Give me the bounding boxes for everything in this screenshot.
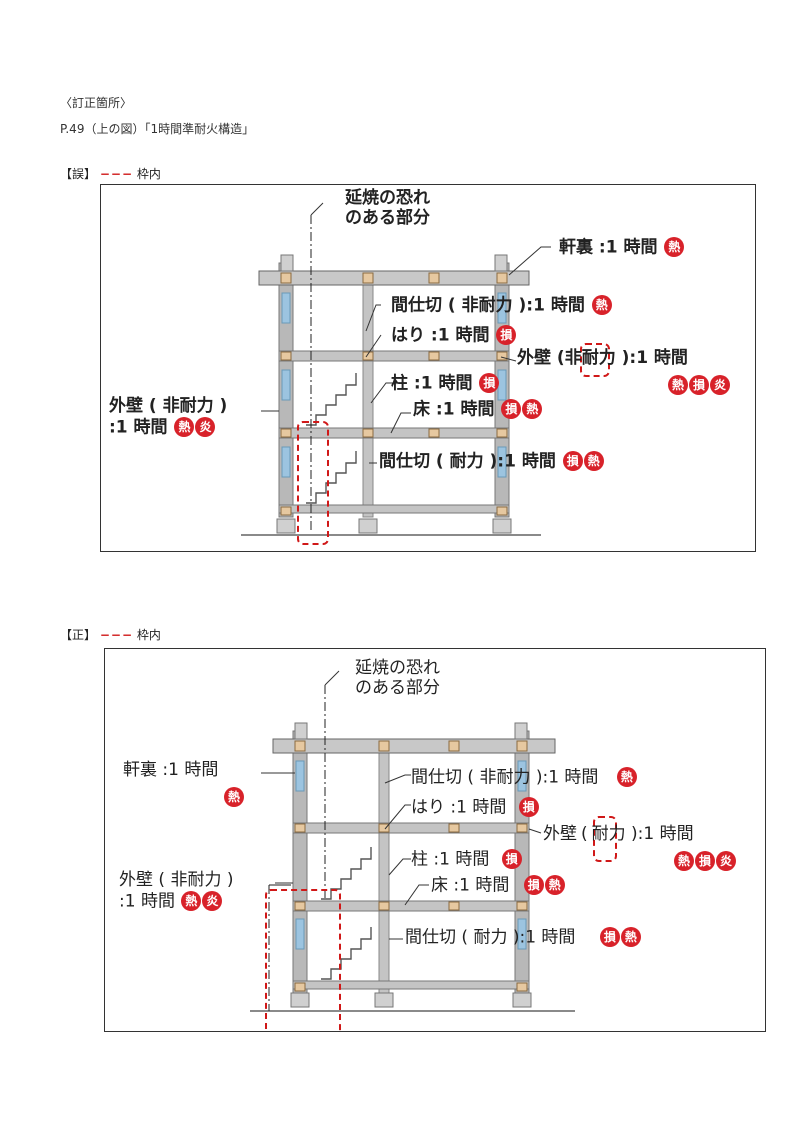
heat-stamp-icon: 熱 bbox=[664, 237, 685, 257]
heat-stamp-icon: 熱 bbox=[668, 375, 688, 395]
correct-legend-text: 枠内 bbox=[136, 628, 161, 642]
flame-stamp-icon: 炎 bbox=[716, 851, 736, 871]
correct-building-drawing bbox=[250, 670, 575, 1012]
wrong-legend-dashes: −−− bbox=[99, 167, 134, 181]
wrong-highlight-box-1 bbox=[297, 421, 329, 545]
correct-highlight-box-1 bbox=[265, 889, 341, 1031]
wrong-section-label: 【誤】 −−− 枠内 bbox=[60, 165, 161, 182]
wrong-fire-spread-label: 延焼の恐れ のある部分 bbox=[345, 188, 430, 228]
correct-bracket: 【正】 bbox=[60, 628, 97, 642]
wrong-legend-text: 枠内 bbox=[136, 167, 161, 181]
correct-partition-bearing-label: 間仕切 ( 耐力 ):1 時間 損熱 bbox=[405, 927, 641, 948]
wrong-ext-wall-right-stamps: 熱損炎 bbox=[667, 375, 730, 396]
heat-stamp-icon: 熱 bbox=[620, 927, 641, 947]
wrong-ext-wall-left-label: 外壁 ( 非耐力 ) :1 時間 熱炎 bbox=[109, 396, 228, 437]
correct-floor-label: 床 :1 時間 損熱 bbox=[431, 875, 565, 896]
correct-ext-wall-left-label: 外壁 ( 非耐力 ) :1 時間 熱炎 bbox=[119, 870, 234, 911]
damage-stamp-icon: 損 bbox=[599, 927, 620, 947]
damage-stamp-icon: 損 bbox=[501, 849, 522, 869]
page-reference: P.49（上の図）「1時間準耐火構造」 bbox=[60, 122, 255, 136]
correct-eaves-stamps: 熱 bbox=[223, 787, 244, 808]
damage-stamp-icon: 損 bbox=[496, 325, 517, 345]
wrong-column-label: 柱 :1 時間 損 bbox=[391, 373, 500, 394]
wrong-eaves-label: 軒裏 :1 時間 熱 bbox=[559, 237, 685, 258]
heat-stamp-icon: 熱 bbox=[674, 851, 694, 871]
heat-stamp-icon: 熱 bbox=[174, 416, 195, 437]
correct-legend-dashes: −−− bbox=[99, 628, 134, 642]
wrong-partition-bearing-label: 間仕切 ( 耐力 ):1 時間 損熱 bbox=[379, 451, 604, 472]
wrong-ext-wall-right-label: 外壁 (非耐力 ):1 時間 bbox=[517, 348, 688, 368]
wrong-beam-label: はり :1 時間 損 bbox=[391, 325, 517, 346]
heat-stamp-icon: 熱 bbox=[583, 451, 604, 471]
wrong-highlight-box-2 bbox=[580, 343, 610, 377]
damage-stamp-icon: 損 bbox=[695, 851, 715, 871]
wrong-bracket: 【誤】 bbox=[60, 167, 97, 181]
flame-stamp-icon: 炎 bbox=[195, 416, 216, 437]
heat-stamp-icon: 熱 bbox=[544, 875, 565, 895]
damage-stamp-icon: 損 bbox=[523, 875, 544, 895]
wrong-figure: 延焼の恐れ のある部分 軒裏 :1 時間 熱 間仕切 ( 非耐力 ):1 時間 … bbox=[100, 184, 756, 552]
correct-figure: 延焼の恐れ のある部分 軒裏 :1 時間 熱 間仕切 ( 非耐力 ):1 時間 … bbox=[104, 648, 766, 1032]
correct-highlight-box-2 bbox=[593, 816, 617, 862]
flame-stamp-icon: 炎 bbox=[710, 375, 730, 395]
correct-beam-label: はり :1 時間 損 bbox=[411, 797, 539, 818]
heat-stamp-icon: 熱 bbox=[591, 295, 612, 315]
damage-stamp-icon: 損 bbox=[518, 797, 539, 817]
correct-eaves-label: 軒裏 :1 時間 bbox=[123, 760, 219, 780]
correct-ext-wall-right-stamps: 熱損炎 bbox=[673, 851, 736, 872]
damage-stamp-icon: 損 bbox=[689, 375, 709, 395]
wrong-floor-label: 床 :1 時間 損熱 bbox=[413, 399, 543, 420]
damage-stamp-icon: 損 bbox=[562, 451, 583, 471]
damage-stamp-icon: 損 bbox=[501, 399, 522, 419]
heat-stamp-icon: 熱 bbox=[616, 767, 637, 787]
correct-ext-wall-right-label: 外壁(耐力 ):1 時間 bbox=[543, 824, 694, 844]
heat-stamp-icon: 熱 bbox=[181, 890, 202, 911]
wrong-partition-nonbearing-label: 間仕切 ( 非耐力 ):1 時間 熱 bbox=[391, 295, 612, 316]
correct-fire-spread-label: 延焼の恐れ のある部分 bbox=[355, 658, 440, 698]
flame-stamp-icon: 炎 bbox=[202, 890, 223, 911]
wrong-building-drawing bbox=[241, 202, 551, 536]
heat-stamp-icon: 熱 bbox=[522, 399, 543, 419]
heat-stamp-icon: 熱 bbox=[224, 787, 244, 807]
correct-section-label: 【正】 −−− 枠内 bbox=[60, 626, 161, 643]
page-title: 〈訂正箇所〉 bbox=[60, 96, 133, 110]
correct-partition-nonbearing-label: 間仕切 ( 非耐力 ):1 時間 熱 bbox=[411, 767, 637, 788]
correct-column-label: 柱 :1 時間 損 bbox=[411, 849, 522, 870]
damage-stamp-icon: 損 bbox=[479, 373, 500, 393]
